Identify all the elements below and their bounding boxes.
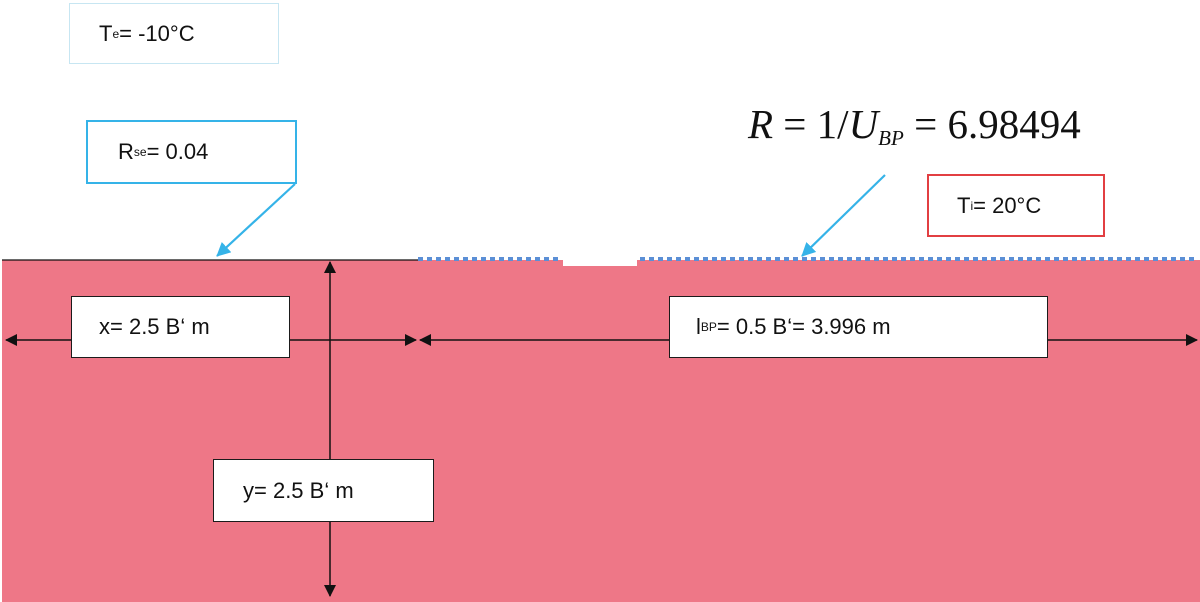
rse-symbol: R: [118, 139, 134, 164]
y-dimension-label: y= 2.5 B‘ m: [213, 459, 434, 522]
te-value: = -10°C: [119, 20, 195, 46]
formula-result: = 6.98494: [903, 101, 1081, 147]
lbp-subscript: BP: [700, 320, 717, 334]
lbp-symbol: l: [696, 314, 701, 339]
thermal-resistance-formula: R = 1/UBP = 6.98494: [748, 100, 1081, 151]
ti-subscript: i: [970, 198, 974, 213]
y-dimension-text: y= 2.5 B‘ m: [243, 477, 354, 503]
ti-value: = 20°C: [973, 192, 1042, 218]
formula-u: U: [848, 101, 879, 147]
rse-subscript: se: [133, 145, 147, 159]
x-dimension-text: x= 2.5 B‘ m: [99, 314, 210, 339]
x-dimension-label: x= 2.5 B‘ m: [71, 296, 290, 358]
ti-symbol: T: [957, 192, 971, 218]
rse-value: = 0.04: [146, 139, 209, 164]
formula-eq1: = 1/: [773, 101, 849, 147]
te-subscript: e: [112, 26, 120, 41]
te-symbol: T: [99, 20, 113, 46]
r-pointer-arrow: [801, 174, 886, 257]
rse-pointer-arrow: [216, 183, 296, 257]
surface-notch: [563, 258, 637, 266]
formula-r: R: [748, 101, 774, 147]
lbp-value: = 0.5 B‘= 3.996 m: [716, 314, 891, 339]
formula-subscript: BP: [878, 126, 904, 150]
